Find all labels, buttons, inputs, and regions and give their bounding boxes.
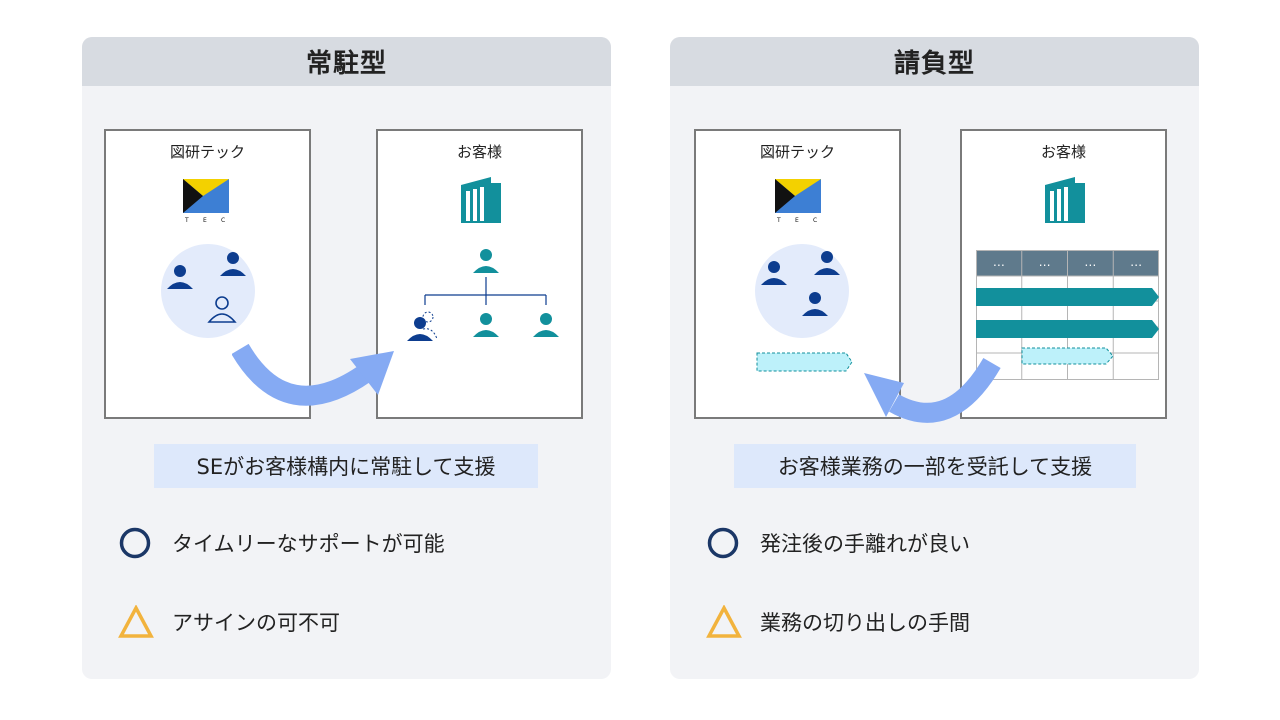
- svg-text:T: T: [184, 217, 189, 223]
- panel-title: 常駐型: [82, 37, 611, 86]
- svg-text:C: C: [813, 217, 817, 223]
- dispatch-arrow-icon: [232, 337, 402, 422]
- merit-text: 発注後の手離れが良い: [760, 532, 970, 556]
- table-header-cell: …: [1084, 255, 1097, 269]
- company-label: 図研テック: [169, 143, 245, 161]
- svg-text:T: T: [776, 217, 781, 223]
- company-logo-icon: T E C: [183, 179, 231, 223]
- table-header-cell: …: [1130, 255, 1143, 269]
- merit-text: タイムリーなサポートが可能: [172, 532, 445, 556]
- customer-box: お客様: [960, 129, 1167, 419]
- caption: お客様業務の一部を受託して支援: [734, 444, 1136, 488]
- company-box: 図研テック T E C: [694, 129, 901, 419]
- building-icon: [1041, 177, 1089, 223]
- task-block-icon: [756, 351, 854, 373]
- task-table: … … … …: [976, 250, 1159, 380]
- org-chart-icon: [398, 243, 568, 353]
- demerit-text: アサインの可不可: [172, 611, 340, 635]
- triangle-icon: [706, 605, 742, 639]
- caption: SEがお客様構内に常駐して支援: [154, 444, 538, 488]
- demerit-text: 業務の切り出しの手間: [760, 611, 970, 635]
- merit-point: 発注後の手離れが良い: [706, 526, 970, 560]
- company-box: 図研テック T E C: [104, 129, 311, 419]
- customer-label: お客様: [456, 143, 502, 161]
- panel-resident: 常駐型 図研テック T E C: [82, 37, 611, 679]
- panel-title: 請負型: [670, 37, 1199, 86]
- circle-icon: [118, 526, 152, 560]
- svg-text:E: E: [795, 217, 799, 223]
- panel-contract: 請負型 図研テック T E C: [670, 37, 1199, 679]
- table-header-cell: …: [992, 255, 1005, 269]
- customer-box: お客様: [376, 129, 583, 419]
- svg-text:C: C: [221, 217, 225, 223]
- engineer-team-icon: [160, 243, 256, 339]
- table-header-cell: …: [1038, 255, 1051, 269]
- building-icon: [457, 177, 505, 223]
- company-logo-icon: T E C: [775, 179, 823, 223]
- demerit-point: アサインの可不可: [118, 605, 340, 639]
- company-label: 図研テック: [759, 143, 835, 161]
- demerit-point: 業務の切り出しの手間: [706, 605, 970, 639]
- merit-point: タイムリーなサポートが可能: [118, 526, 445, 560]
- outsource-arrow-icon: [860, 355, 1010, 435]
- triangle-icon: [118, 605, 154, 639]
- circle-icon: [706, 526, 740, 560]
- customer-label: お客様: [1040, 143, 1086, 161]
- engineer-team-icon: [754, 243, 850, 339]
- svg-text:E: E: [203, 217, 207, 223]
